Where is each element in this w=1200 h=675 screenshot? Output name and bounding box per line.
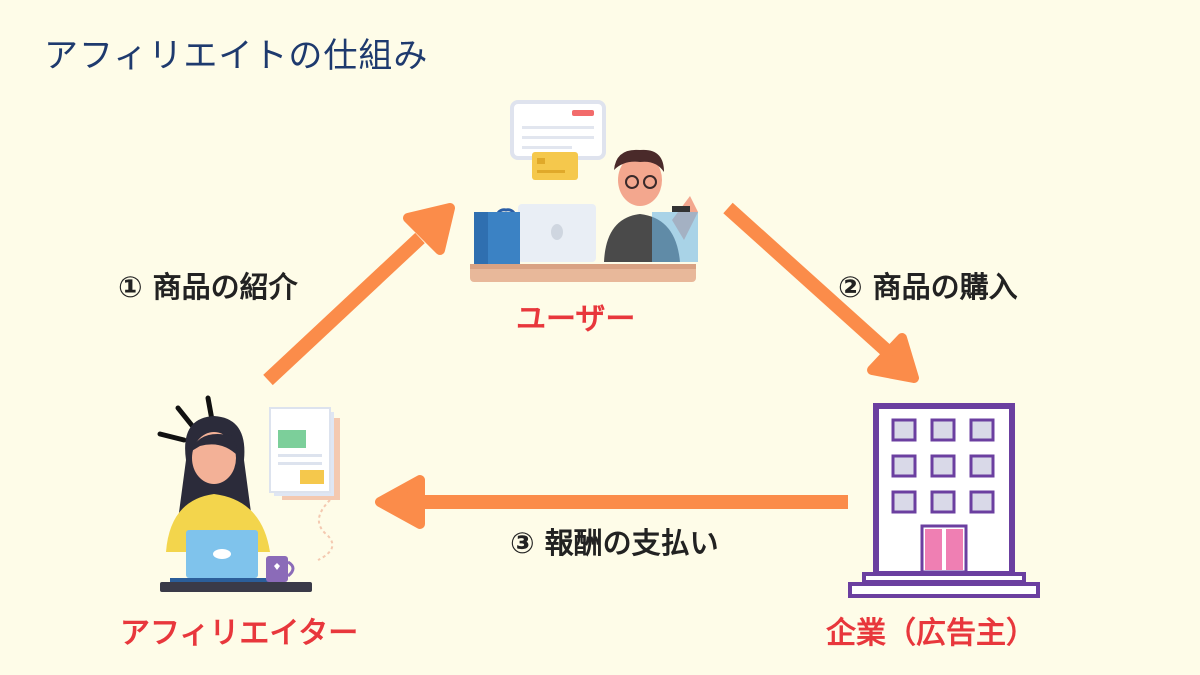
page-title: アフィリエイトの仕組み <box>44 36 429 76</box>
affiliator-illustration <box>157 395 340 592</box>
arrow-payment <box>375 475 848 529</box>
arrow-introduce <box>263 203 455 386</box>
mug-icon <box>266 556 295 582</box>
arrow-purchase <box>723 202 919 383</box>
step-purchase-label: ② 商品の購入 <box>838 270 1018 304</box>
step-introduce-label: ① 商品の紹介 <box>118 270 298 304</box>
step-payment-label: ③ 報酬の支払い <box>510 526 719 560</box>
building-icon <box>848 403 1040 598</box>
role-user-label: ユーザー <box>516 302 636 337</box>
role-company-label: 企業（広告主） <box>826 616 1036 651</box>
credit-card-icon <box>532 152 578 180</box>
shopping-bag-icon <box>474 208 520 268</box>
user-illustration <box>470 100 698 282</box>
document-icon <box>269 407 340 500</box>
role-affiliator-label: アフィリエイター <box>120 616 359 651</box>
